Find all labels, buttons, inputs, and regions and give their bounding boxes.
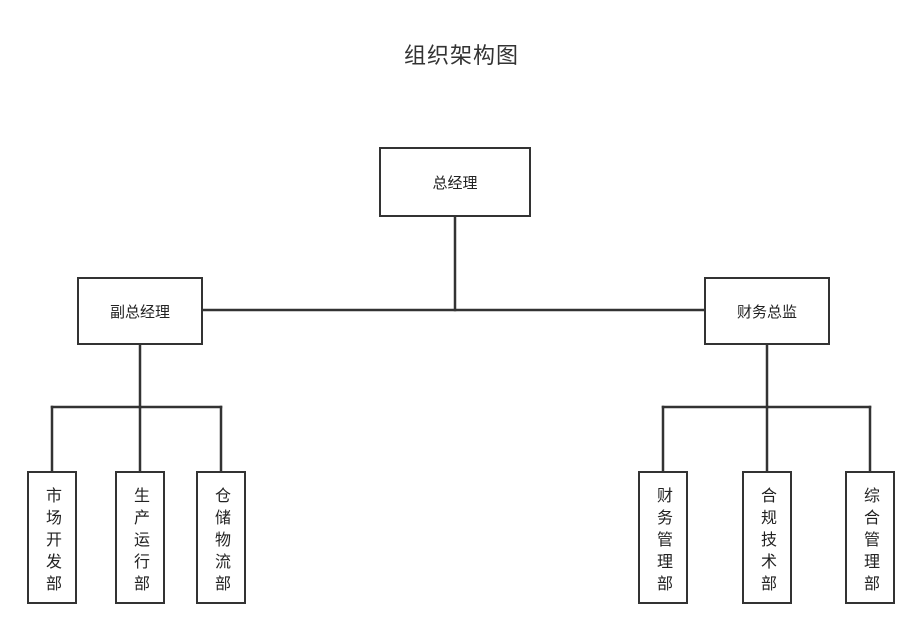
- node-root-label: 总经理: [432, 173, 478, 192]
- node-right-child-1-label: 财务管理部: [654, 487, 673, 597]
- node-branch-right-label: 财务总监: [736, 302, 797, 321]
- node-left-child-1-label: 市场开发部: [43, 487, 62, 597]
- node-left-child-2-label: 生产运行部: [131, 487, 150, 597]
- node-left-child-2: 生产运行部: [115, 471, 165, 604]
- node-right-child-3-label: 综合管理部: [861, 487, 880, 597]
- node-right-child-3: 综合管理部: [845, 471, 895, 604]
- node-left-child-1: 市场开发部: [27, 471, 77, 604]
- node-branch-left-label: 副总经理: [109, 302, 170, 321]
- diagram-title: 组织架构图: [403, 44, 519, 69]
- node-right-child-2-label: 合规技术部: [758, 487, 777, 597]
- node-right-child-1: 财务管理部: [638, 471, 688, 604]
- node-branch-right: 财务总监: [704, 277, 830, 345]
- node-left-child-3: 仓储物流部: [196, 471, 246, 604]
- node-right-child-2: 合规技术部: [742, 471, 792, 604]
- node-root: 总经理: [379, 147, 531, 217]
- node-branch-left: 副总经理: [77, 277, 203, 345]
- node-left-child-3-label: 仓储物流部: [212, 487, 231, 597]
